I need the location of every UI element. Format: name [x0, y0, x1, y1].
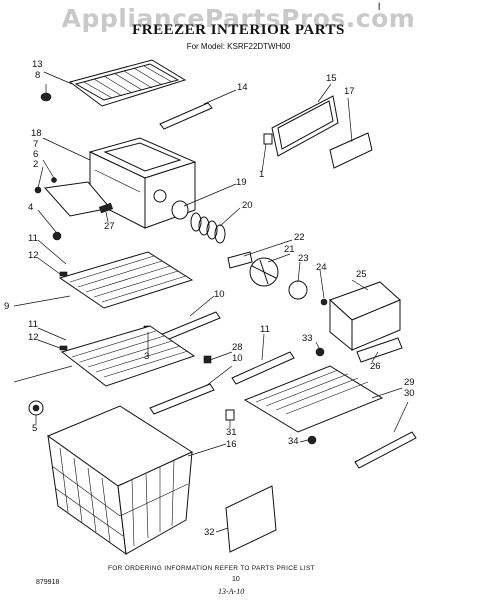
callout-10-upper: 10 [214, 289, 225, 300]
callout-5: 5 [32, 423, 38, 434]
screw-24-drawing [320, 298, 328, 306]
callout-30: 30 [404, 388, 415, 399]
page-number: 10 [232, 576, 240, 583]
callout-25: 25 [356, 269, 367, 280]
nut-23-drawing [288, 280, 308, 300]
rail-30-drawing [354, 431, 417, 469]
clip-33-drawing [315, 347, 325, 357]
wire-shelf-9-upper-drawing [58, 251, 194, 309]
callout-28: 28 [232, 342, 243, 353]
callout-2: 2 [33, 159, 39, 170]
clip-1-drawing [263, 133, 273, 145]
callout-9-upper: 9 [4, 301, 10, 312]
clip-31-drawing [225, 409, 235, 421]
callout-23: 23 [298, 253, 309, 264]
bracket-32-drawing [225, 485, 277, 553]
cover-26-drawing [356, 337, 403, 363]
callout-1: 1 [259, 169, 265, 180]
top-wire-shelf-drawing [68, 59, 187, 107]
shaft-22-drawing [227, 251, 253, 269]
callout-8: 8 [35, 70, 41, 81]
screw-7-drawing [51, 177, 57, 183]
callout-26: 26 [370, 361, 381, 372]
callout-16: 16 [226, 439, 237, 450]
motor-housing-25-drawing [329, 281, 401, 352]
clip-34-drawing [307, 435, 317, 445]
clip-28-drawing [203, 355, 212, 364]
document-id: 879918 [36, 579, 60, 586]
callout-12-upper: 12 [28, 250, 39, 261]
callout-11-lower: 11 [28, 319, 38, 330]
rod-14-drawing [159, 102, 213, 130]
callout-19: 19 [236, 177, 247, 188]
callout-20: 20 [242, 200, 253, 211]
ordering-note: FOR ORDERING INFORMATION REFER TO PARTS … [108, 565, 315, 572]
callout-33: 33 [302, 333, 313, 344]
callout-12-lower: 12 [28, 332, 39, 343]
callout-22: 22 [294, 232, 305, 243]
callout-7: 7 [33, 139, 39, 150]
bearing-19-drawing [171, 200, 189, 220]
callout-27: 27 [104, 221, 115, 232]
rail-11-right-drawing [231, 351, 295, 385]
callout-32: 32 [204, 527, 215, 538]
diagram-title: FREEZER INTERIOR PARTS [132, 22, 345, 38]
callout-34: 34 [288, 436, 299, 447]
wire-shelf-9-lower-drawing [60, 325, 196, 387]
callout-18: 18 [31, 128, 42, 139]
watermark: AppliancePartsPros.com [61, 4, 416, 33]
spring-20-drawing [190, 212, 226, 244]
plate-17-drawing [329, 132, 373, 169]
callout-4: 4 [28, 202, 34, 213]
model-line: For Model: KSRF22DTWH00 [186, 42, 291, 51]
clip-8-drawing [40, 92, 52, 102]
handwritten-note: 13-A-10 [218, 587, 245, 596]
callout-21: 21 [284, 244, 295, 255]
callout-24: 24 [316, 262, 327, 273]
slide-tray-29-drawing [243, 365, 384, 433]
ice-bin-housing-drawing [88, 137, 197, 229]
leader-lines [13, 71, 409, 533]
callout-31: 31 [226, 427, 237, 438]
wire-basket-16-drawing [46, 405, 194, 556]
callout-3: 3 [144, 351, 150, 362]
callout-17: 17 [344, 86, 355, 97]
callout-29: 29 [404, 377, 415, 388]
callout-11-right: 11 [260, 324, 270, 335]
bracket-27-drawing [98, 202, 114, 214]
callout-11-upper: 11 [28, 233, 38, 244]
rail-10-lower-drawing [149, 383, 215, 415]
wheel-4-drawing [52, 231, 62, 241]
callout-13: 13 [32, 59, 43, 70]
callout-10-lower: 10 [232, 353, 243, 364]
clip-12-lower-drawing [59, 345, 68, 351]
corner-mark: l [378, 2, 381, 13]
callout-15: 15 [326, 73, 337, 84]
callout-14: 14 [237, 82, 248, 93]
clip-12-upper-drawing [59, 271, 68, 277]
callout-6: 6 [33, 149, 39, 160]
frame-15-drawing [271, 95, 339, 157]
